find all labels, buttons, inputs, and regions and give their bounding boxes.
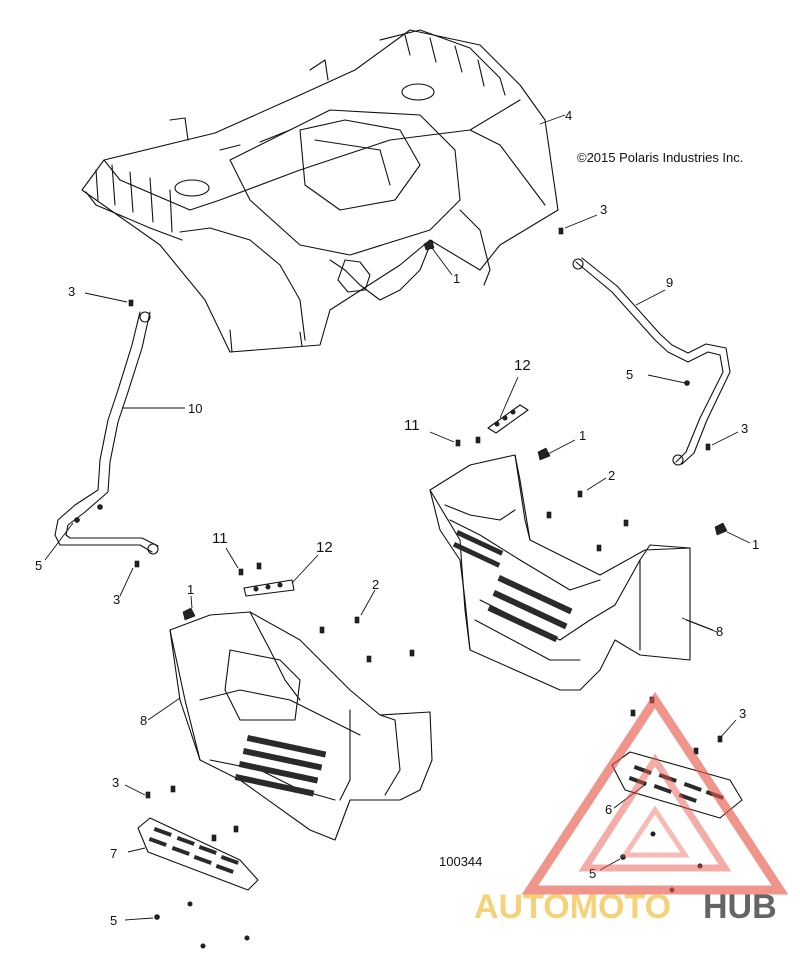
callout-1-right-mid: 1 xyxy=(579,428,586,443)
callout-1-left: 1 xyxy=(187,582,194,597)
callout-3-left-low: 3 xyxy=(112,775,119,790)
callout-1-right-edge: 1 xyxy=(752,537,759,552)
callout-11-left: 11 xyxy=(212,530,228,547)
callout-5-left-low: 5 xyxy=(110,913,117,928)
figure-number: 100344 xyxy=(439,854,482,869)
callout-12-left: 12 xyxy=(316,539,333,556)
callout-5-right-low: 5 xyxy=(589,866,596,881)
bolt-3-right-low xyxy=(717,735,723,743)
clip-strip-12-left xyxy=(243,579,295,597)
callout-8-left: 8 xyxy=(140,713,147,728)
callout-5-left-bar: 5 xyxy=(35,558,42,573)
callout-8-right: 8 xyxy=(716,624,723,639)
clip-strip-12-right xyxy=(487,404,529,434)
callout-1-top: 1 xyxy=(453,271,460,286)
callout-3-left-bar: 3 xyxy=(113,592,120,607)
copyright-notice: ©2015 Polaris Industries Inc. xyxy=(577,150,743,165)
rear-fender-rack xyxy=(81,29,559,353)
callout-7: 7 xyxy=(110,846,117,861)
callout-labels: 4 1 3 9 5 3 1 2 1 11 12 8 3 10 5 3 11 12… xyxy=(35,108,759,928)
watermark-text-hub: HUB xyxy=(703,888,777,926)
watermark-text-automoto: AUTOMOTO xyxy=(474,888,671,926)
bolt-3-left-low xyxy=(145,791,151,799)
callout-9: 9 xyxy=(666,275,673,290)
bolt-3-left-bar xyxy=(134,560,140,568)
clip-1-left xyxy=(182,607,196,621)
support-bar-9 xyxy=(572,257,731,466)
footwell-right-treads xyxy=(452,529,573,643)
nut-5-left-low xyxy=(154,914,160,920)
bolt-3-right-top xyxy=(558,227,564,235)
callout-4: 4 xyxy=(565,108,572,123)
callout-6: 6 xyxy=(605,802,612,817)
automotohub-watermark: AUTOMOTO HUB xyxy=(474,691,789,926)
callout-2-left: 2 xyxy=(372,577,379,592)
callout-3-right-bar: 3 xyxy=(741,421,748,436)
bolt-3-left-top xyxy=(128,299,134,307)
support-bar-10 xyxy=(54,311,159,555)
footrest-7 xyxy=(137,817,259,891)
nut-5-right-low xyxy=(620,854,626,860)
bolt-3-right-bar xyxy=(705,443,711,451)
callout-11-right: 11 xyxy=(404,417,420,434)
clip-1-right-edge xyxy=(714,522,728,536)
callout-2-right: 2 xyxy=(608,468,615,483)
clip-1-top xyxy=(423,239,435,251)
callout-3-right-low: 3 xyxy=(739,706,746,721)
leader-lines xyxy=(44,114,751,921)
footwell-left xyxy=(169,611,433,841)
nut-5-right-bar xyxy=(684,380,690,386)
callout-3-right-top: 3 xyxy=(600,202,607,217)
footwell-left-treads xyxy=(234,734,327,797)
nut-5-left-bar xyxy=(74,517,80,523)
clip-1-right-mid xyxy=(537,447,551,461)
footwell-right xyxy=(429,454,691,691)
callout-3-left-top: 3 xyxy=(68,284,75,299)
callout-12-right: 12 xyxy=(514,357,531,374)
callout-5-right-bar: 5 xyxy=(626,367,633,382)
callout-10: 10 xyxy=(188,401,202,416)
watermark-triangle-logo xyxy=(521,691,789,895)
